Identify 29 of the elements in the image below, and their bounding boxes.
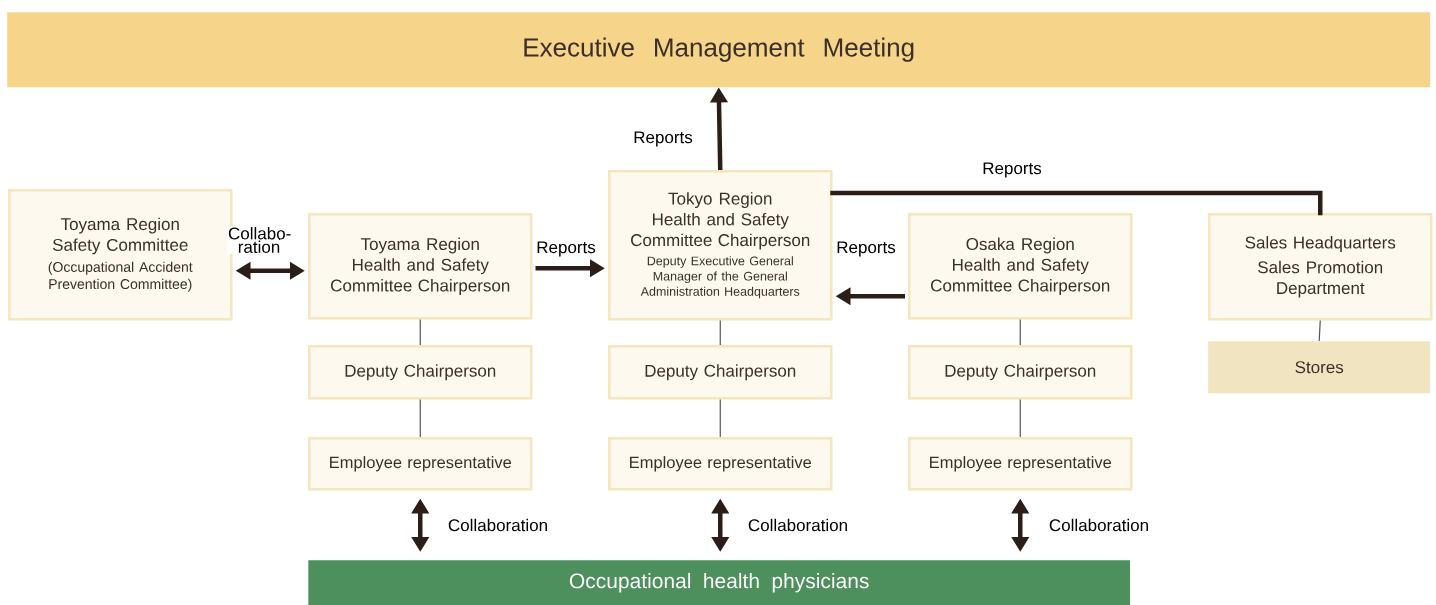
edge-label: Reports <box>835 240 897 258</box>
edge-label: Reports <box>981 161 1043 179</box>
connector-line <box>719 319 721 346</box>
committee-box: Toyama Region Health and Safety Committee Chairperson <box>308 213 533 320</box>
committee-box: Sales Headquarters Sales Promotion Department <box>1208 213 1433 321</box>
committee-box: Tokyo Region Health and Safety Committee Chairperson Deputy Executive General Manager of the General Administration Headquarters <box>608 170 833 321</box>
edge-label: Collaboration <box>1047 517 1151 533</box>
edge-label: Collabo- ration <box>227 226 291 254</box>
edge-label: Reports <box>535 240 597 258</box>
committee-box: Employee representative <box>908 437 1133 491</box>
physicians-band: Occupational health physicians <box>308 560 1131 605</box>
edge-label: Collaboration <box>746 517 850 533</box>
connector-line <box>419 398 421 438</box>
connector-line <box>419 318 421 346</box>
edge-label: Reports <box>632 130 694 148</box>
committee-box: Employee representative <box>608 437 833 491</box>
connector-line <box>1019 318 1021 346</box>
committee-box: Deputy Chairperson <box>608 345 833 400</box>
connector-line <box>830 190 1323 216</box>
committee-box: Employee representative <box>308 437 533 491</box>
committee-box: Deputy Chairperson <box>908 345 1133 400</box>
committee-box: Osaka Region Health and Safety Committee Chairperson <box>908 213 1133 320</box>
header-band: Executive Management Meeting <box>7 12 1431 88</box>
connector-line <box>719 398 721 438</box>
connector-line <box>1318 319 1321 342</box>
committee-box: Deputy Chairperson <box>308 345 533 400</box>
edge-label: Collaboration <box>446 517 550 533</box>
connector-line <box>1019 398 1021 438</box>
stores-box: Stores <box>1208 341 1431 394</box>
